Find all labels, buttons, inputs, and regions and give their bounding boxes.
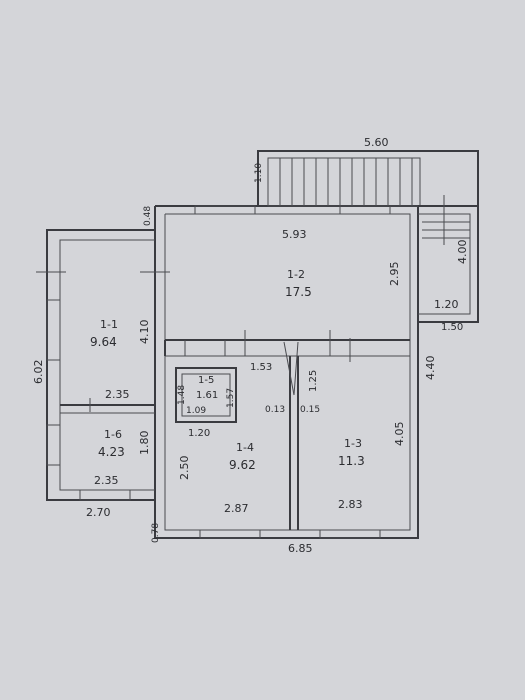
dim-bottom-offset: 0.78 xyxy=(151,523,161,543)
room-3-area: 11.3 xyxy=(338,454,365,468)
room-4-area: 9.62 xyxy=(229,458,256,472)
dim-room3-height: 4.05 xyxy=(393,422,406,447)
dim-room4-height: 2.50 xyxy=(178,456,191,481)
room-4-id: 1-4 xyxy=(236,441,254,454)
dim-bottom-left: 2.70 xyxy=(86,506,111,519)
dim-stair-step: 1.10 xyxy=(254,163,264,183)
room-2-area: 17.5 xyxy=(285,285,312,299)
room-2-id: 1-2 xyxy=(287,268,305,281)
interior-walls xyxy=(60,339,410,530)
dim-room5-w: 1.09 xyxy=(186,406,206,416)
dim-room5-h1: 1.48 xyxy=(177,385,187,405)
dim-room4-width: 2.87 xyxy=(224,502,249,515)
dim-total-height-right: 4.40 xyxy=(424,356,437,381)
terrace xyxy=(418,195,479,323)
dim-room2-height: 2.95 xyxy=(388,262,401,287)
windows xyxy=(36,205,391,539)
dimensions: 5.60 1.10 0.48 5.93 2.95 4.00 1.20 1.50 … xyxy=(32,136,469,555)
dim-corridor-h: 1.25 xyxy=(308,370,319,392)
dim-terrace-w-outer: 1.50 xyxy=(441,322,463,333)
dim-room1-width: 2.35 xyxy=(105,388,130,401)
dim-room6-width: 2.35 xyxy=(94,474,119,487)
dim-total-width: 6.85 xyxy=(288,542,313,555)
room-6-id: 1-6 xyxy=(104,428,122,441)
room-1-area: 9.64 xyxy=(90,335,117,349)
room-6-area: 4.23 xyxy=(98,445,125,459)
dim-total-height-left: 6.02 xyxy=(32,360,45,385)
room-5-area: 1.61 xyxy=(196,390,218,401)
dim-room3-width: 2.83 xyxy=(338,498,363,511)
dim-room5-h2: 1.57 xyxy=(226,388,236,408)
dim-corridor-w: 1.53 xyxy=(250,362,272,373)
dim-door-a: 0.13 xyxy=(265,405,285,415)
dim-outer-left-top: 0.48 xyxy=(143,206,153,226)
dim-room6-height: 1.80 xyxy=(138,431,151,456)
dim-terrace-height: 4.00 xyxy=(456,240,469,265)
room-3-id: 1-3 xyxy=(344,437,362,450)
dim-room2-width: 5.93 xyxy=(282,228,307,241)
dim-room1-height: 4.10 xyxy=(138,320,151,345)
dim-door-b: 0.15 xyxy=(300,405,320,415)
dim-room5-w2: 1.20 xyxy=(188,428,210,439)
room-1-id: 1-1 xyxy=(100,318,118,331)
dim-stair-top: 5.60 xyxy=(364,136,389,149)
room-5-id: 1-5 xyxy=(198,375,214,386)
dim-terrace-w-inner: 1.20 xyxy=(434,298,459,311)
